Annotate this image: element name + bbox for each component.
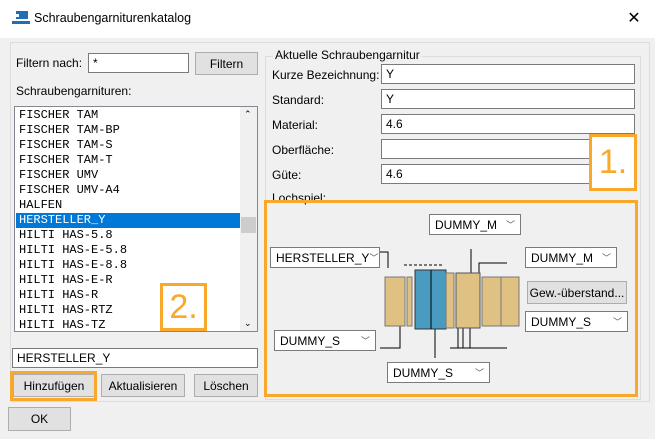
right-lower-combo-value: DUMMY_S [531, 314, 592, 329]
add-button[interactable]: Hinzufügen [13, 374, 95, 397]
list-item[interactable]: FISCHER UMV [19, 168, 99, 182]
list-item[interactable]: FISCHER TAM-S [19, 138, 113, 152]
scroll-down-icon[interactable]: ⌄ [244, 318, 252, 328]
field-label: Kurze Bezeichnung: [272, 68, 380, 82]
filter-input[interactable]: * [88, 53, 189, 73]
list-item[interactable]: HILTI HAS-E-8.8 [19, 258, 128, 272]
scroll-thumb[interactable] [241, 217, 256, 233]
field-input[interactable]: Y [381, 64, 635, 84]
annotation-box-2 [10, 371, 97, 401]
top-combo-value: DUMMY_M [435, 217, 497, 232]
chevron-down-icon: ﹀ [474, 368, 484, 378]
list-item[interactable]: FISCHER TAM [19, 108, 99, 122]
scrollbar[interactable]: ⌃ ⌄ [240, 107, 257, 331]
top-combo[interactable]: DUMMY_M ﹀ [429, 214, 521, 235]
field-label: Standard: [272, 93, 325, 107]
field-label: Material: [272, 118, 319, 132]
list-item[interactable]: HILTI HAS-RTZ [19, 303, 113, 317]
list-item[interactable]: HALFEN [19, 198, 63, 212]
bottom-combo-value: DUMMY_S [393, 365, 454, 380]
annotation-label-2: 2. [160, 283, 207, 331]
left-lower-combo-value: DUMMY_S [280, 333, 341, 348]
right-combo-value: DUMMY_M [531, 250, 593, 265]
update-button[interactable]: Aktualisieren [101, 374, 185, 397]
list-item[interactable]: FISCHER TAM-BP [19, 123, 120, 137]
left-lower-combo[interactable]: DUMMY_S ﹀ [274, 330, 376, 351]
chevron-down-icon: ﹀ [360, 336, 370, 346]
name-input[interactable]: HERSTELLER_Y [12, 348, 258, 368]
field-label: Oberfläche: [272, 143, 335, 157]
list-item[interactable]: HILTI HAS-5.8 [19, 228, 113, 242]
right-lower-combo[interactable]: DUMMY_S ﹀ [525, 311, 628, 332]
app-icon [12, 11, 30, 24]
field-input[interactable]: 4.6 [381, 114, 635, 134]
list-item[interactable]: FISCHER UMV-A4 [19, 183, 120, 197]
right-combo[interactable]: DUMMY_M ﹀ [525, 247, 617, 268]
bottom-combo[interactable]: DUMMY_S ﹀ [387, 362, 490, 383]
title-bar: Schraubengarniturenkatalog ✕ [0, 0, 655, 38]
list-item[interactable]: HILTI HAS-E-R [19, 273, 113, 287]
list-item[interactable]: FISCHER TAM-T [19, 153, 113, 167]
filter-button[interactable]: Filtern [195, 52, 258, 75]
chevron-down-icon: ﹀ [505, 220, 515, 230]
nut-2 [500, 276, 520, 327]
list-item[interactable]: HILTI HAS-R [19, 288, 99, 302]
annotation-label-1: 1. [589, 134, 637, 191]
window-title: Schraubengarniturenkatalog [34, 11, 192, 25]
list-item[interactable]: HILTI HAS-TZ [19, 318, 106, 332]
scroll-up-icon[interactable]: ⌃ [244, 109, 252, 119]
chevron-down-icon: ﹀ [612, 317, 622, 327]
thread-overhang-button[interactable]: Gew.-überstand... [527, 281, 627, 304]
bolt-assembly-diagram [380, 249, 520, 358]
chevron-down-icon: ﹀ [601, 253, 611, 263]
left-combo[interactable]: HERSTELLER_Y﹀ [270, 247, 380, 268]
list-item[interactable]: HERSTELLER_Y [16, 213, 240, 228]
list-label: Schraubengarnituren: [16, 84, 132, 98]
ok-button[interactable]: OK [8, 407, 71, 431]
left-combo-value: HERSTELLER_Y [276, 250, 370, 265]
filter-label: Filtern nach: [16, 56, 83, 70]
main-panel [10, 42, 650, 402]
annotation-box-1 [264, 200, 638, 397]
list-item[interactable]: HILTI HAS-E-5.8 [19, 243, 128, 257]
washer [455, 272, 481, 329]
bolt-head [384, 276, 406, 327]
field-label: Güte: [272, 168, 302, 182]
chevron-down-icon: ﹀ [369, 253, 379, 263]
current-set-legend: Aktuelle Schraubengarnitur [273, 48, 422, 62]
field-input[interactable]: Y [381, 89, 635, 109]
close-icon[interactable]: ✕ [627, 10, 641, 27]
delete-button[interactable]: Löschen [194, 374, 258, 397]
